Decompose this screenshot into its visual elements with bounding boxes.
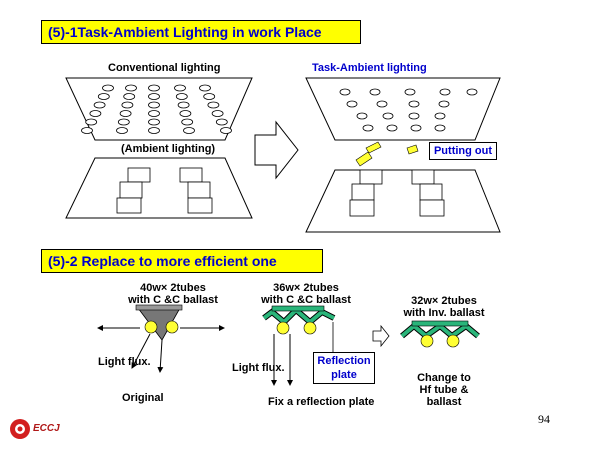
- ceiling-lamp: [85, 118, 98, 126]
- conventional-label: Conventional lighting: [108, 62, 221, 74]
- fixture1-spec-line1: 40w× 2tubes: [140, 282, 206, 294]
- task-lights: [355, 141, 419, 167]
- conventional-lamps: [81, 84, 232, 134]
- fixture1-spec-line2: with C &C ballast: [128, 294, 218, 306]
- fixture1-spec: 40w× 2tubes with C &C ballast: [128, 282, 218, 306]
- ceiling-lamp: [174, 84, 186, 92]
- page-number: 94: [538, 412, 550, 426]
- fixture2-tube-left: [276, 321, 290, 335]
- ceiling-lamp: [362, 124, 374, 132]
- ceiling-lamp: [408, 100, 420, 108]
- reflection-callout-line2: plate: [331, 369, 357, 381]
- fixture3-caption-line3: ballast: [426, 396, 462, 408]
- ceiling-lamp: [119, 110, 132, 117]
- ceiling-lamp: [203, 93, 216, 100]
- ceiling-lamp: [404, 88, 416, 96]
- ceiling-lamp: [356, 112, 368, 120]
- fixture3-tube-right: [446, 334, 460, 348]
- ceiling-lamp: [148, 127, 160, 134]
- ceiling-lamp: [116, 127, 128, 134]
- fixture1-tube-right: [165, 320, 179, 334]
- logo-text: ECCJ: [33, 423, 60, 434]
- fixture2-tube-right: [303, 321, 317, 335]
- ceiling-lamp: [211, 110, 224, 117]
- ceiling-lamp: [386, 124, 398, 132]
- fixture2-spec-line2: with C &C ballast: [261, 294, 351, 306]
- ceiling-lamp: [346, 100, 358, 108]
- ceiling-lamp: [181, 118, 194, 126]
- fixture3-spec-line2: with Inv. ballast: [403, 307, 485, 319]
- fixture1-caption: Original: [122, 392, 164, 404]
- ceiling-lamp: [148, 84, 160, 92]
- ceiling-lamp: [121, 101, 134, 109]
- fixture3-caption: Change to Hf tube & ballast: [412, 372, 476, 408]
- ceiling-lamp: [410, 124, 422, 132]
- scene-arrow: [254, 120, 299, 180]
- ceiling-lamp: [434, 124, 446, 132]
- ceiling-lamp: [148, 93, 160, 100]
- conventional-ceiling: [65, 77, 253, 141]
- fixture1-tube-left: [144, 320, 158, 334]
- eccj-logo: [10, 419, 30, 439]
- ceiling-lamp: [376, 100, 388, 108]
- ceiling-lamp: [179, 110, 192, 117]
- fixture2-light-flux: Light flux.: [232, 362, 285, 374]
- task-ambient-ceiling: [305, 77, 501, 141]
- ceiling-lamp: [148, 118, 160, 126]
- conventional-floor: [65, 157, 253, 219]
- fixture3-caption-line1: Change to: [417, 372, 471, 384]
- ceiling-lamp: [97, 93, 110, 100]
- task-ambient-desks: [349, 169, 445, 217]
- ceiling-lamp: [215, 118, 228, 126]
- task-ambient-lamps: [339, 88, 478, 132]
- putting-out-callout: Putting out: [429, 142, 497, 160]
- ceiling-lamp: [125, 84, 137, 92]
- conventional-desks: [116, 167, 213, 214]
- reflection-callout-line1: Reflection: [317, 355, 371, 367]
- ceiling-lamp: [207, 101, 220, 109]
- fixture3-spec-line1: 32w× 2tubes: [411, 295, 477, 307]
- ceiling-lamp: [220, 127, 232, 134]
- ambient-label: (Ambient lighting): [121, 143, 216, 155]
- ceiling-lamp: [148, 110, 160, 117]
- ceiling-lamp: [434, 112, 446, 120]
- task-ambient-label: Task-Ambient lighting: [312, 62, 427, 74]
- ceiling-lamp: [183, 127, 195, 134]
- ceiling-lamp: [438, 100, 450, 108]
- ceiling-lamp: [89, 110, 102, 117]
- ceiling-lamp: [81, 127, 93, 134]
- ceiling-lamp: [175, 93, 188, 100]
- ceiling-lamp: [439, 88, 451, 96]
- fixture3-spec: 32w× 2tubes with Inv. ballast: [396, 295, 492, 319]
- task-ambient-floor: [305, 169, 501, 233]
- ceiling-lamp: [148, 101, 160, 109]
- ceiling-lamp: [93, 101, 106, 109]
- ceiling-lamp: [102, 84, 114, 92]
- ceiling-lamp: [117, 118, 130, 126]
- ceiling-lamp: [466, 88, 478, 96]
- ceiling-lamp: [123, 93, 136, 100]
- section2-title: (5)-2 Replace to more efficient one: [41, 249, 323, 273]
- ceiling-lamp: [339, 88, 351, 96]
- fixture3-tube-left: [420, 334, 434, 348]
- fixture2-spec-line1: 36w× 2tubes: [273, 282, 339, 294]
- ceiling-lamp: [369, 88, 381, 96]
- ceiling-lamp: [382, 112, 394, 120]
- ceiling-lamp: [199, 84, 211, 92]
- section1-title: (5)-1Task-Ambient Lighting in work Place: [41, 20, 361, 44]
- reflection-plate-callout: Reflection plate: [313, 352, 375, 384]
- fixture2-spec: 36w× 2tubes with C &C ballast: [258, 282, 354, 306]
- fixture-arrow: [372, 324, 390, 348]
- ceiling-lamp: [177, 101, 190, 109]
- fixture1-light-flux: Light flux.: [98, 356, 151, 368]
- ceiling-lamp: [408, 112, 420, 120]
- fixture3-caption-line2: Hf tube &: [419, 384, 469, 396]
- fixture2-caption: Fix a reflection plate: [268, 396, 375, 408]
